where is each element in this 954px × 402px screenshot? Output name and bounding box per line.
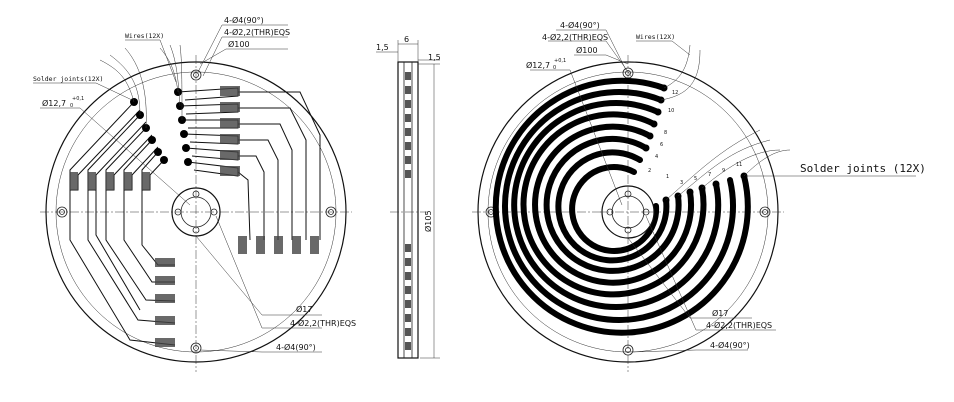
side-dim-15-left: 1,5 bbox=[376, 43, 389, 52]
svg-text:8: 8 bbox=[664, 130, 667, 136]
left-traces-east bbox=[177, 87, 321, 241]
left-pads-east bbox=[220, 86, 319, 254]
svg-text:9: 9 bbox=[722, 168, 725, 174]
left-leaders bbox=[33, 24, 322, 353]
right-solder-label: Solder joints (12X) bbox=[800, 162, 926, 175]
svg-text:3: 3 bbox=[680, 180, 683, 186]
left-d12-tol2: 0 bbox=[70, 103, 73, 109]
right-d12-tol2: 0 bbox=[553, 65, 556, 71]
side-dim-6: 6 bbox=[404, 35, 409, 44]
left-wires bbox=[99, 44, 183, 129]
right-wires bbox=[660, 44, 791, 201]
right-ring-numbers: 1 2 3 4 5 6 7 8 9 10 11 12 bbox=[648, 90, 742, 186]
side-body bbox=[397, 61, 419, 359]
right-d12-label: Ø12,7 bbox=[526, 60, 550, 70]
svg-text:10: 10 bbox=[668, 108, 674, 114]
side-dim-15-right: 1,5 bbox=[428, 53, 441, 62]
left-mount-holes bbox=[56, 69, 337, 354]
svg-text:12: 12 bbox=[672, 90, 678, 96]
left-d12-label: Ø12,7 bbox=[42, 98, 66, 108]
left-pads-west bbox=[70, 172, 175, 347]
right-leaders bbox=[530, 29, 916, 353]
left-thr-holes-label: 4-Ø2,2(THR)EQS bbox=[224, 27, 290, 37]
right-mount-holes-label: 4-Ø4(90°) bbox=[560, 20, 600, 30]
left-solder-dots bbox=[130, 88, 192, 166]
right-view: 1 2 3 4 5 6 7 8 9 10 11 12 4-Ø4(90°) 4-Ø… bbox=[472, 20, 926, 372]
right-wires-label: Wires(12X) bbox=[636, 33, 675, 41]
right-d12-tol: +0,1 bbox=[554, 58, 566, 64]
left-wires-label: Wires(12X) bbox=[125, 32, 164, 40]
left-view: Wires(12X) 4-Ø4(90°) 4-Ø2,2(THR)EQS Ø100… bbox=[33, 15, 356, 372]
left-mount-holes-label-2: 4-Ø4(90°) bbox=[276, 342, 316, 352]
left-d12-tol: +0,1 bbox=[72, 96, 84, 102]
left-thr-holes-label-2: 4-Ø2,2(THR)EQS bbox=[290, 318, 356, 328]
left-d100-label: Ø100 bbox=[228, 39, 250, 49]
side-slots bbox=[405, 72, 411, 350]
left-solder-label: Solder joints(12X) bbox=[33, 75, 103, 83]
svg-text:4: 4 bbox=[655, 154, 658, 160]
svg-text:6: 6 bbox=[660, 142, 663, 148]
right-d100-label: Ø100 bbox=[576, 45, 598, 55]
left-d17-label: Ø17 bbox=[296, 304, 312, 314]
svg-text:11: 11 bbox=[736, 162, 742, 168]
svg-text:2: 2 bbox=[648, 168, 651, 174]
side-view: 1,5 6 1,5 Ø105 bbox=[376, 35, 441, 359]
right-thr-holes-label: 4-Ø2,2(THR)EQS bbox=[542, 32, 608, 42]
right-center-hub bbox=[600, 185, 656, 239]
right-rings bbox=[492, 77, 751, 336]
right-d17-label: Ø17 bbox=[712, 308, 728, 318]
right-thr-holes-label-2: 4-Ø2,2(THR)EQS bbox=[706, 320, 772, 330]
svg-text:1: 1 bbox=[666, 174, 669, 180]
right-mount-holes-label-2: 4-Ø4(90°) bbox=[710, 340, 750, 350]
svg-text:5: 5 bbox=[694, 176, 697, 182]
side-dim-105: Ø105 bbox=[423, 210, 433, 232]
svg-text:7: 7 bbox=[708, 172, 711, 178]
left-traces-west bbox=[69, 101, 176, 346]
left-mount-holes-label: 4-Ø4(90°) bbox=[224, 15, 264, 25]
